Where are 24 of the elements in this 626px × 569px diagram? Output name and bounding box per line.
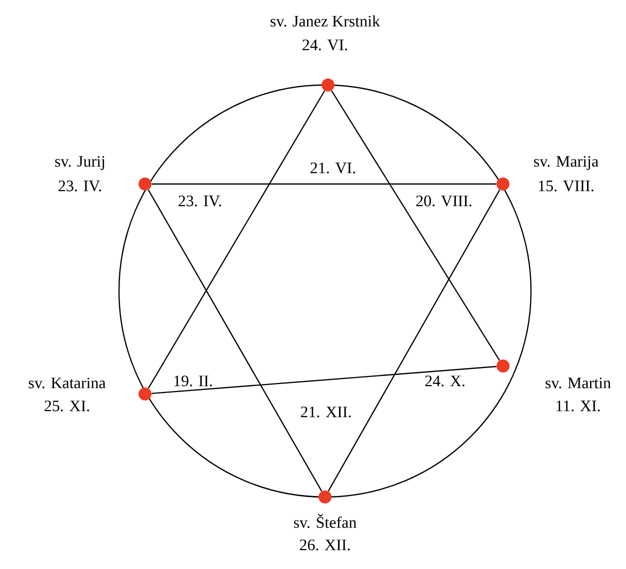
line bbox=[328, 190, 500, 492]
date-label: 23. IV. bbox=[58, 180, 102, 192]
line bbox=[152, 183, 496, 185]
place-name: sv. Janez Krstnik bbox=[270, 15, 380, 27]
date-label: 25. XI. bbox=[44, 400, 90, 412]
date-label: 19. II. bbox=[172, 374, 214, 388]
date-label: 15. VIII. bbox=[538, 180, 594, 192]
line bbox=[148, 90, 326, 389]
date-label: 26. XII. bbox=[300, 540, 350, 550]
date-label: 21. VI. bbox=[308, 162, 358, 174]
place-name: sv. Štefan bbox=[294, 514, 356, 528]
line bbox=[148, 190, 322, 492]
date-label: 24. VI. bbox=[302, 40, 348, 50]
place-name: sv. Martin bbox=[546, 378, 611, 388]
line bbox=[331, 90, 500, 361]
place-name: sv. Katarina bbox=[28, 378, 106, 388]
date-label: 11. XI. bbox=[556, 400, 600, 412]
date-label: 23. IV. bbox=[176, 194, 224, 208]
date-label: 21. XII. bbox=[299, 406, 353, 418]
place-name: sv. Marija bbox=[534, 156, 598, 170]
line bbox=[152, 366, 496, 394]
place-name: sv. Jurij bbox=[55, 156, 104, 170]
date-label: 24. X. bbox=[424, 374, 466, 388]
date-label: 20. VIII. bbox=[414, 194, 474, 208]
